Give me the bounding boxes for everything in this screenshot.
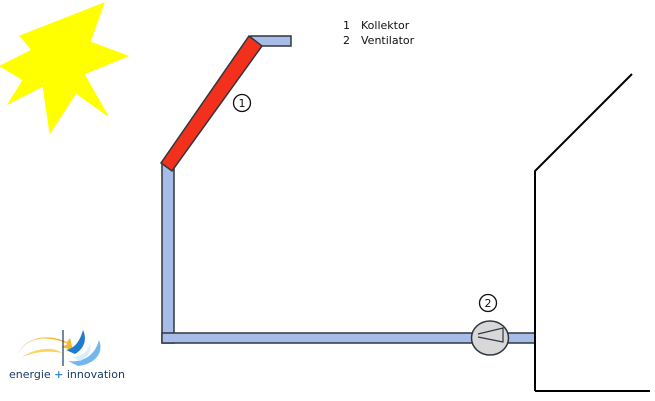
building-outline (534, 73, 650, 392)
legend-label-ventilator: Ventilator (361, 34, 415, 47)
legend-item-ventilator: 2 Ventilator (343, 33, 414, 48)
diagram-legend: 1 Kollektor 2 Ventilator (343, 18, 414, 48)
legend-label-kollektor: Kollektor (361, 19, 410, 32)
collector-marker: 1 (232, 93, 252, 113)
legend-number-2: 2 (343, 34, 350, 47)
fan-unit (470, 320, 510, 356)
logo-plus-sign: + (54, 368, 64, 381)
energie-innovation-logo-mark (18, 330, 101, 366)
legend-number-1: 1 (343, 19, 350, 32)
logo-text-innovation: innovation (66, 368, 125, 381)
vertical-supply-duct (161, 161, 175, 344)
collector-marker-number: 1 (239, 97, 246, 110)
fan-marker: 2 (478, 293, 498, 313)
sun-icon (0, 2, 130, 135)
collector-panel (159, 34, 264, 173)
fan-marker-number: 2 (485, 297, 492, 310)
energie-innovation-logo-text: energie + innovation (9, 368, 125, 381)
legend-item-kollektor: 1 Kollektor (343, 18, 414, 33)
logo-text-energie: energie (9, 368, 51, 381)
